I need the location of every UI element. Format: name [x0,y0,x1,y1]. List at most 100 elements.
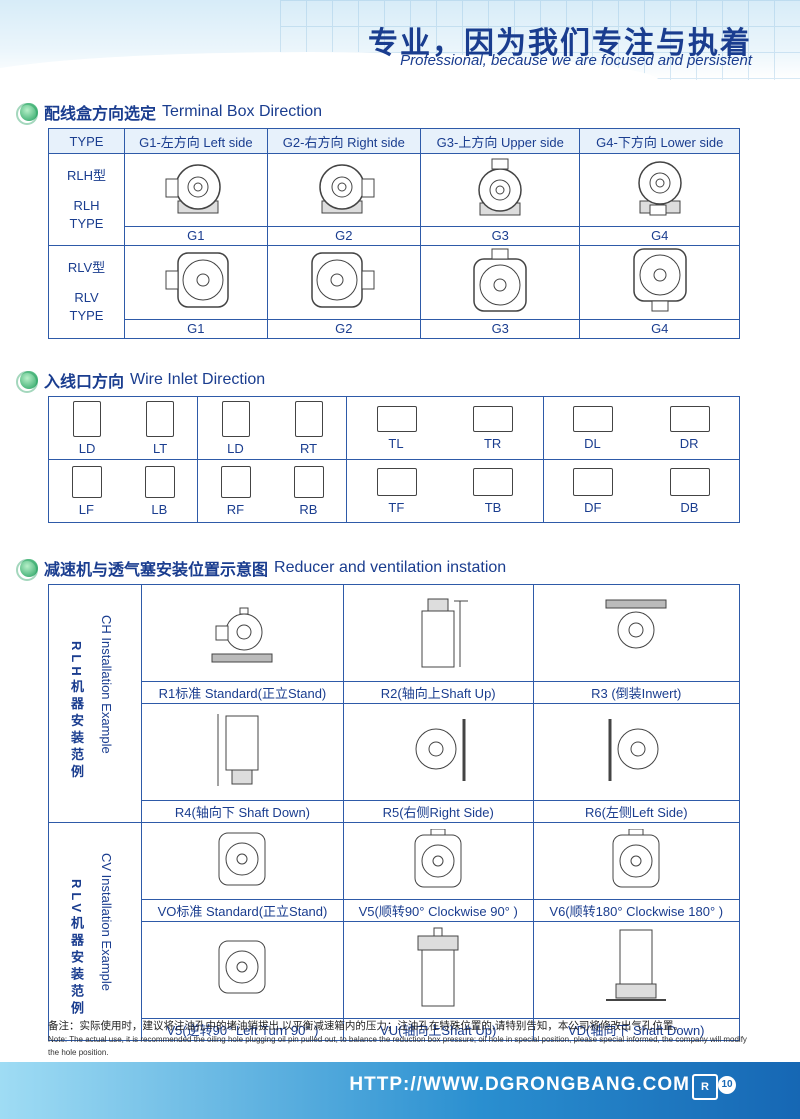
type-cell-rlv: RLV型 RLV TYPE [48,245,125,339]
section-title-en: Reducer and ventilation instation [274,559,507,576]
inlet-label: LF [78,501,94,517]
inlet-label: LD [227,440,244,456]
position-label: G4 [579,226,740,246]
install-caption: R6(左侧Left Side) [532,800,740,823]
inlet-label: DL [584,435,601,451]
terminal-box-icon [71,465,102,498]
install-image-r6 [532,703,740,801]
inlet-label: LD [78,440,96,456]
side-label-cn: RLH机器安装范例 [69,641,84,782]
type-label-cn: RLV型 [67,260,106,275]
type-label-cn: RLH型 [66,167,106,183]
install-caption: R4(轴向下 Shaft Down) [141,800,344,823]
rlh-side-label: CH Installation Example RLH机器安装范例 [48,584,142,823]
website-link[interactable]: HTTP://WWW.DGRONGBANG.COM [349,1074,690,1095]
terminal-box-icon [376,467,417,496]
section-terminal-box-title: 配线盒方向选定 Terminal Box Direction [16,100,323,125]
install-image-r5 [342,703,534,801]
install-caption: VD(轴向下 Shaft Down) [532,1018,740,1041]
position-label: G2 [266,226,421,246]
terminal-box-icon [294,400,323,437]
motor-image-rlh-g4 [579,153,740,227]
install-caption: V5(逆转90° Left Turn 90° ) [141,1018,344,1041]
page-header: 专业，因为我们专注与执着 Professional, because we ar… [0,0,800,80]
motor-image-rlv-g2 [266,245,421,320]
install-caption: R1标准 Standard(正立Stand) [141,681,344,704]
install-caption: V6(顺转180° Clockwise 180° ) [532,899,740,922]
install-image-r4 [141,703,344,801]
wire-inlet-cell: LD LT [47,396,199,460]
terminal-box-icon [572,405,613,432]
wire-inlet-cell: TL TR [346,396,544,460]
column-header: TYPE [48,128,125,154]
section-title-en: Wire Inlet Direction [130,371,266,388]
wire-inlet-cell: TF TB [346,459,544,523]
inlet-label: TR [483,435,502,451]
section-bullet-icon [16,371,38,393]
section-title-cn: 减速机与透气塞安装位置示意图 [44,562,269,579]
motor-image-rlh-g2 [266,153,421,227]
install-caption: V5(顺转90° Clockwise 90° ) [342,899,534,922]
terminal-box-table: TYPE G1-左方向 Left side G2-右方向 Right side … [48,128,740,339]
motor-image-rlh-g1 [124,153,268,227]
section-bullet-icon [16,559,38,581]
inlet-label: TB [484,499,502,515]
position-label: G3 [419,319,581,339]
terminal-box-icon [145,400,174,437]
brand-logo-icon: R [692,1074,718,1100]
inlet-label: TF [388,499,405,515]
motor-image-rlh-g3 [419,153,581,227]
type-label-en: TYPE [69,308,104,323]
inlet-label: RB [299,501,318,517]
note-en: Note: The actual use, it is recommended … [48,1035,747,1057]
section-reducer-title: 减速机与透气塞安装位置示意图 Reducer and ventilation i… [16,556,507,581]
inlet-label: TL [388,435,404,451]
section-title-en: Terminal Box Direction [162,103,323,120]
column-header: G1-左方向 Left side [124,128,268,154]
header-title-en: Professional, because we are focused and… [400,52,752,69]
inlet-label: RF [226,501,245,517]
install-image-r1 [141,584,344,682]
install-image-v6 [532,822,740,900]
inlet-label: DR [679,435,699,451]
position-label: G4 [579,319,740,339]
type-cell-rlh: RLH型 RLH TYPE [48,153,125,246]
wire-inlet-cell: RF RB [197,459,348,523]
type-label-en: RLH [73,197,100,213]
position-label: G1 [124,319,268,339]
motor-image-rlv-g3 [419,245,581,320]
terminal-box-icon [293,465,324,498]
terminal-box-icon [669,405,710,432]
install-caption: R5(右侧Right Side) [342,800,534,823]
position-label: G1 [124,226,268,246]
page-note: 备注：实际使用时，建议将注油孔中的堵油销拔出,以平衡减速箱内的压力；注油孔在特殊… [48,1020,748,1059]
column-header: G2-右方向 Right side [266,128,421,154]
inlet-label: LB [151,501,168,517]
install-image-r2 [342,584,534,682]
side-label-en: CV Installation Example [99,853,114,992]
note-cn: 备注：实际使用时，建议将注油孔中的堵油销拔出,以平衡减速箱内的压力；注油孔在特殊… [48,1020,684,1032]
install-caption: VU(轴向上Shaft Up) [342,1018,534,1041]
position-label: G3 [419,226,581,246]
position-label: G2 [266,319,421,339]
install-image-v5 [342,822,534,900]
terminal-box-icon [72,400,101,437]
terminal-box-icon [473,467,514,496]
terminal-box-icon [376,405,417,432]
motor-image-rlv-g1 [124,245,268,320]
column-header: G4-下方向 Lower side [579,128,740,154]
terminal-box-icon [144,465,175,498]
terminal-box-icon [221,400,250,437]
side-label-cn: RLV机器安装范例 [69,879,84,1019]
install-caption: R3 (倒装Inwert) [532,681,740,704]
install-image-r3 [532,584,740,682]
install-image-v5-left [141,921,344,1019]
side-label-en: CH Installation Example [99,615,114,754]
terminal-box-icon [669,467,710,496]
installation-table: CH Installation Example RLH机器安装范例 R1标准 S… [48,584,740,1041]
inlet-label: LT [153,440,168,456]
install-image-vd [532,921,740,1019]
